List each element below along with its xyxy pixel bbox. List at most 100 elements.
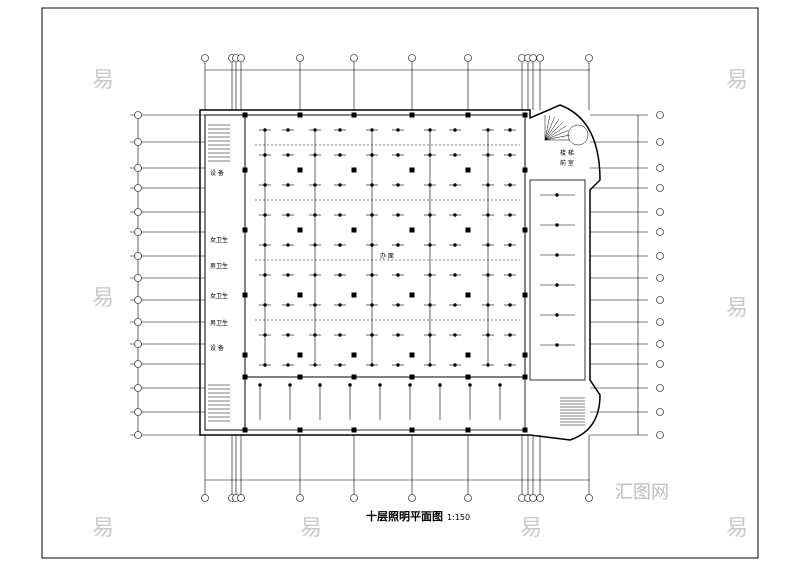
column — [522, 427, 528, 433]
fixture-node — [288, 383, 292, 387]
fixture-node — [508, 213, 512, 217]
axis-bubble — [585, 494, 593, 502]
fixture-node — [508, 128, 512, 132]
column — [351, 227, 357, 233]
fixture-node — [396, 153, 400, 157]
axis-bubble — [350, 494, 358, 502]
axis-bubble — [134, 184, 142, 192]
axis-bubble — [656, 274, 664, 282]
column — [242, 167, 248, 173]
fixture-node — [508, 273, 512, 277]
right-room-labels: 楼 梯前 室 — [560, 149, 574, 167]
stair-tread — [544, 125, 566, 141]
stair-tread — [544, 130, 569, 141]
column — [297, 292, 303, 298]
column — [297, 352, 303, 358]
column — [409, 374, 415, 380]
column — [351, 374, 357, 380]
fixture-node — [468, 383, 472, 387]
column — [242, 227, 248, 233]
center-room-label: 办 面 — [380, 252, 394, 260]
axis-bubble — [464, 494, 472, 502]
fixture-node — [286, 333, 290, 337]
fixture-node — [338, 243, 342, 247]
fixture-node — [258, 383, 262, 387]
column — [409, 292, 415, 298]
fixture-node — [396, 183, 400, 187]
column — [465, 352, 471, 358]
axis-bubble — [237, 494, 245, 502]
fixture-node — [338, 333, 342, 337]
fixture-node — [348, 383, 352, 387]
fixture-node — [453, 153, 457, 157]
fixture-node — [286, 303, 290, 307]
fixture-node — [453, 243, 457, 247]
fixture-node — [408, 383, 412, 387]
column — [465, 112, 471, 118]
axis-bubble — [134, 384, 142, 392]
axis-bubbles — [134, 54, 664, 502]
fixture-node — [396, 303, 400, 307]
building-outline — [199, 104, 601, 441]
axis-bubble — [656, 384, 664, 392]
column — [242, 427, 248, 433]
fixture-node — [555, 343, 559, 347]
axis-bubble — [656, 184, 664, 192]
stairs — [208, 115, 589, 426]
axis-bubble — [656, 431, 664, 439]
fixture-node — [396, 273, 400, 277]
axis-bubble — [134, 408, 142, 416]
watermark: 易 — [520, 516, 543, 541]
fixture-node — [338, 273, 342, 277]
axis-bubble — [585, 54, 593, 62]
fixture-node — [453, 128, 457, 132]
axis-bubble — [134, 318, 142, 326]
axis-bubble — [408, 494, 416, 502]
fixture-node — [508, 243, 512, 247]
right-wing — [529, 179, 586, 381]
column — [465, 167, 471, 173]
stair-tread — [544, 115, 551, 141]
axis-bubble — [201, 54, 209, 62]
column — [409, 427, 415, 433]
axis-bubble — [408, 54, 416, 62]
left-room-label: 男卫生 — [210, 319, 228, 327]
axis-bubble — [656, 111, 664, 119]
stair-tread — [544, 134, 570, 141]
axis-bubble — [134, 138, 142, 146]
axis-bubble — [134, 431, 142, 439]
fixture-node — [338, 213, 342, 217]
column — [297, 167, 303, 173]
fixture-node — [396, 128, 400, 132]
axis-bubble — [237, 54, 245, 62]
column — [465, 427, 471, 433]
fixture-node — [318, 383, 322, 387]
fixture-node — [453, 333, 457, 337]
column — [351, 167, 357, 173]
fixture-node — [286, 183, 290, 187]
left-room-label: 设 备 — [210, 344, 224, 352]
right-room-label: 楼 梯 — [560, 149, 574, 157]
left-room-label: 女卫生 — [210, 236, 228, 244]
fixture-node — [555, 223, 559, 227]
watermark: 易 — [726, 296, 749, 321]
fixture-node — [508, 303, 512, 307]
axis-bubble — [536, 54, 544, 62]
column-grid — [242, 112, 528, 433]
watermark: 易 — [726, 68, 749, 93]
column — [522, 112, 528, 118]
column — [522, 292, 528, 298]
axis-bubble — [656, 318, 664, 326]
column — [409, 227, 415, 233]
fixture-node — [396, 333, 400, 337]
fixture-node — [453, 363, 457, 367]
axis-bubble — [296, 54, 304, 62]
axis-bubble — [134, 228, 142, 236]
column — [465, 227, 471, 233]
axis-bubble — [656, 164, 664, 172]
axis-bubble — [656, 138, 664, 146]
fixture-node — [498, 383, 502, 387]
